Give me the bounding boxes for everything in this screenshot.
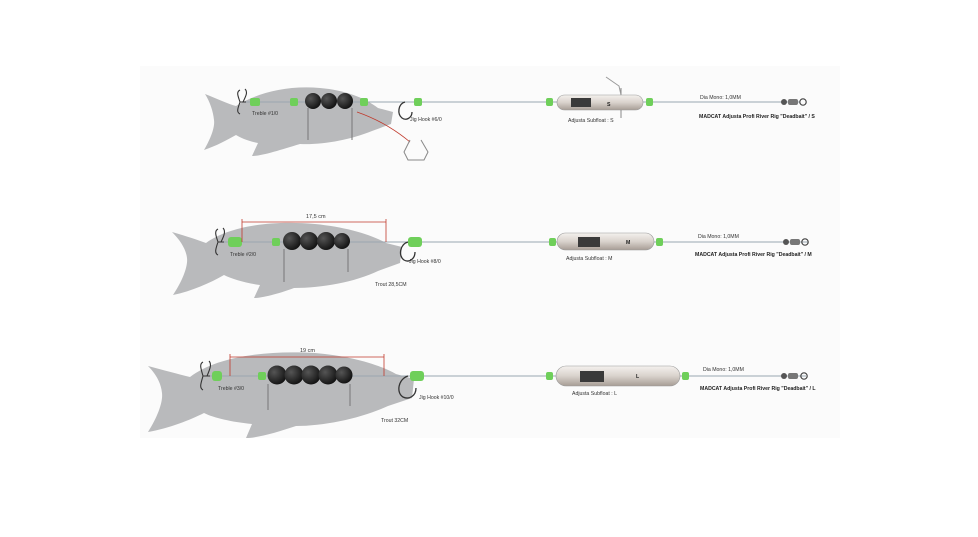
weight-ball <box>321 93 337 109</box>
product-label: MADCAT Adjusta Profi River Rig "Deadbait… <box>700 386 816 392</box>
swivel-2 <box>783 238 809 246</box>
weight-ball <box>337 93 353 109</box>
green-bead <box>360 98 368 106</box>
green-bead <box>212 371 222 381</box>
dimension-label: 19 cm <box>300 348 315 354</box>
float-label: Adjusta Subfloat : S <box>568 118 614 124</box>
green-bead <box>408 237 422 247</box>
weight-ball <box>301 365 321 385</box>
float-label: Adjusta Subfloat : M <box>566 256 612 262</box>
green-bead <box>682 372 689 380</box>
treble-label: Treble #2/0 <box>230 252 256 258</box>
subfloat-l <box>555 365 681 387</box>
treble-hook-1 <box>237 88 248 115</box>
subfloat-s <box>556 94 644 111</box>
mono-label: Dia Mono: 1,0MM <box>700 95 741 101</box>
treble-label: Treble #1/0 <box>252 111 278 117</box>
float-logo <box>578 237 600 247</box>
swivel-1 <box>781 98 807 106</box>
float-size-mark: L <box>636 374 640 380</box>
jig-hook-2 <box>399 241 416 262</box>
hook-label: Jig Hook #8/0 <box>409 259 441 265</box>
green-bead <box>290 98 298 106</box>
mono-label: Dia Mono: 1,0MM <box>698 234 739 240</box>
weight-ball <box>283 232 301 250</box>
weight-ball <box>335 366 353 384</box>
float-size-mark: M <box>626 240 630 246</box>
hook-label: Jig Hook #10/0 <box>419 395 454 401</box>
product-label: MADCAT Adjusta Profi River Rig "Deadbait… <box>699 114 815 120</box>
treble-hook-2 <box>215 227 226 256</box>
green-bead <box>546 98 553 106</box>
float-antenna <box>605 76 622 96</box>
green-bead <box>656 238 663 246</box>
treble-hook-3 <box>200 360 212 391</box>
weight-ball <box>317 232 335 250</box>
rig-3: 19 cm Treble #3/0 Jig Hook #10/0 Trout 3… <box>148 348 816 438</box>
weight-ball <box>334 233 350 249</box>
float-logo <box>580 371 604 382</box>
float-size-mark: S <box>607 102 611 108</box>
treble-label: Treble #3/0 <box>218 386 244 392</box>
hook-label: Jig Hook #6/0 <box>410 117 442 123</box>
hook-detail-icon <box>403 139 429 161</box>
green-bead <box>414 98 422 106</box>
mono-label: Dia Mono: 1,0MM <box>703 367 744 373</box>
rig-1: Treble #1/0 Jig Hook #6/0 Adjusta Subflo… <box>204 76 815 161</box>
green-bead <box>228 237 242 247</box>
weight-ball <box>318 365 338 385</box>
float-logo <box>571 98 591 107</box>
green-bead <box>646 98 653 106</box>
weight-ball <box>284 365 304 385</box>
product-label: MADCAT Adjusta Profi River Rig "Deadbait… <box>695 252 812 258</box>
weight-ball <box>267 365 287 385</box>
green-bead <box>250 98 260 106</box>
jig-hook-1 <box>398 101 413 120</box>
trout-label: Trout 32CM <box>381 418 408 424</box>
jig-hook-3 <box>398 375 417 399</box>
green-bead <box>272 238 280 246</box>
weight-ball <box>300 232 318 250</box>
red-pointer-line <box>356 111 411 143</box>
swivel-3 <box>781 372 808 380</box>
green-bead <box>549 238 556 246</box>
trout-label: Trout 28,5CM <box>375 282 407 288</box>
subfloat-m <box>556 232 655 251</box>
dimension-label: 17,5 cm <box>306 214 326 220</box>
green-bead <box>546 372 553 380</box>
float-label: Adjusta Subfloat : L <box>572 391 617 397</box>
rig-2: 17,5 cm Treble #2/0 Jig Hook #8/0 Trout … <box>172 214 812 298</box>
green-bead <box>410 371 424 381</box>
weight-ball <box>305 93 321 109</box>
green-bead <box>258 372 266 380</box>
